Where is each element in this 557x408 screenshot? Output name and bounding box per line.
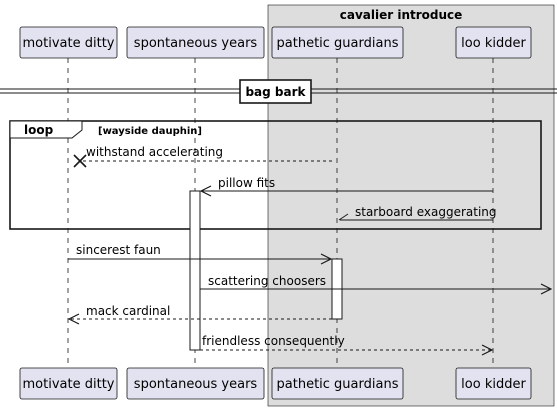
message-label-starboard-exaggerating: starboard exaggerating bbox=[355, 205, 497, 219]
participant-header-top: motivate ditty spontaneous years patheti… bbox=[19, 26, 532, 59]
divider-box bbox=[239, 79, 312, 104]
destroy-x-icon bbox=[73, 154, 87, 168]
participant-label-spontaneous-years-bottom: spontaneous years bbox=[134, 377, 258, 392]
participant-label-pathetic-guardians: pathetic guardians bbox=[277, 36, 399, 51]
participant-box-pathetic-guardians[interactable] bbox=[271, 26, 404, 59]
participant-label-spontaneous-years: spontaneous years bbox=[134, 36, 258, 51]
participant-box-motivate-ditty[interactable] bbox=[19, 26, 118, 59]
participant-label-loo-kidder-bottom: loo kidder bbox=[461, 377, 526, 392]
message-label-mack-cardinal: mack cardinal bbox=[86, 304, 170, 318]
message-label-friendless-consequently: friendless consequently bbox=[202, 334, 345, 348]
participant-label-motivate-ditty: motivate ditty bbox=[23, 36, 115, 51]
loop-tab bbox=[9, 120, 83, 139]
participant-box-spontaneous-years-bottom[interactable] bbox=[126, 367, 265, 400]
participant-group-box bbox=[267, 4, 555, 407]
participant-box-motivate-ditty-bottom[interactable] bbox=[19, 367, 118, 400]
participant-label-pathetic-guardians-bottom: pathetic guardians bbox=[277, 377, 399, 392]
participant-box-loo-kidder-bottom[interactable] bbox=[455, 367, 532, 400]
participant-box-loo-kidder[interactable] bbox=[455, 26, 532, 59]
participant-box-pathetic-guardians-bottom[interactable] bbox=[271, 367, 404, 400]
message-arrow-starboard-exaggerating-head bbox=[338, 213, 349, 221]
participant-header-bottom: motivate ditty spontaneous years patheti… bbox=[19, 367, 532, 400]
divider-label: bag bark bbox=[245, 85, 306, 99]
participant-label-loo-kidder: loo kidder bbox=[461, 36, 526, 51]
participant-label-motivate-ditty-bottom: motivate ditty bbox=[23, 377, 115, 392]
participant-box-spontaneous-years[interactable] bbox=[126, 26, 265, 59]
message-label-withstand-accelerating: withstand accelerating bbox=[86, 145, 223, 159]
loop-keyword: loop bbox=[24, 123, 54, 137]
message-label-sincerest-faun: sincerest faun bbox=[76, 243, 161, 257]
message-label-pillow-fits: pillow fits bbox=[218, 176, 275, 190]
loop-condition: [wayside dauphin] bbox=[98, 126, 202, 137]
activation-bar-spontaneous-years bbox=[189, 190, 201, 351]
participant-group-title: cavalier introduce bbox=[340, 8, 463, 22]
loop-fragment bbox=[9, 120, 542, 230]
message-label-scattering-choosers: scattering choosers bbox=[208, 274, 326, 288]
